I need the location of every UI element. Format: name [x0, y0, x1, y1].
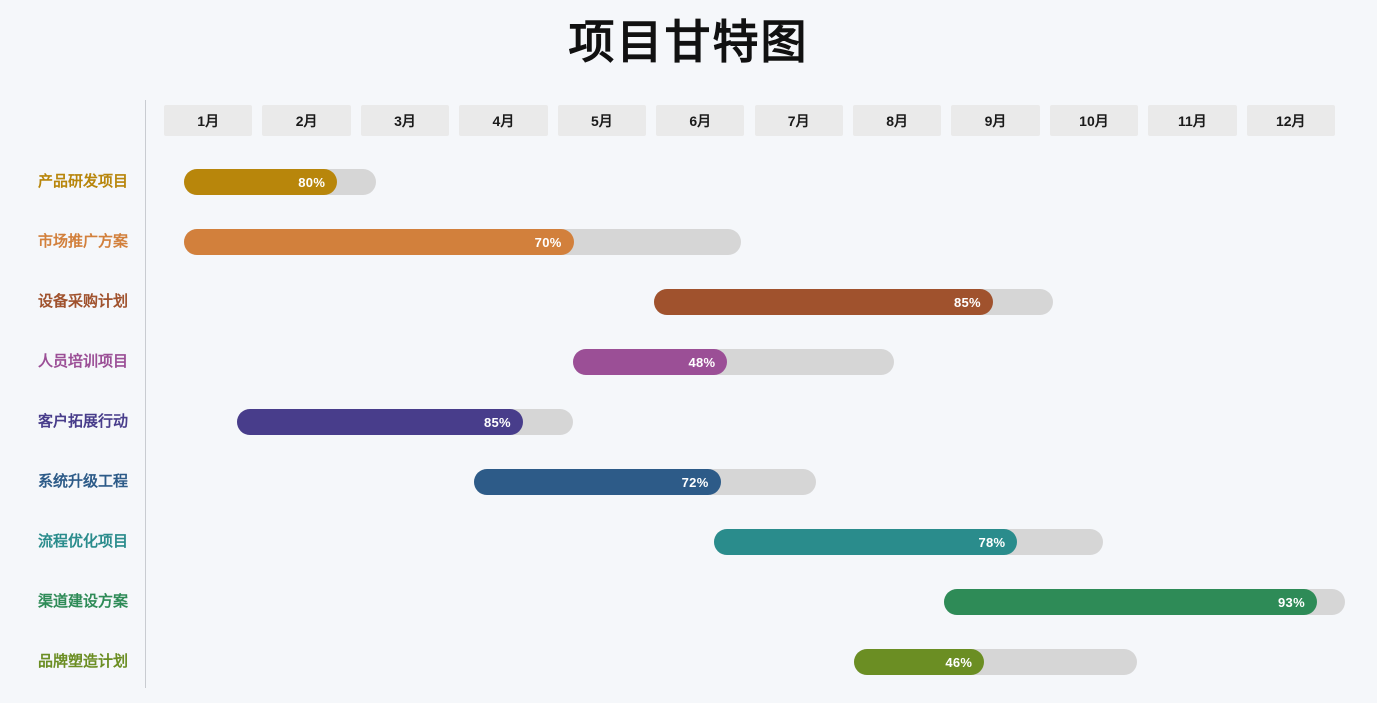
task-bar-track[interactable]: 80%: [183, 169, 376, 195]
task-label: 流程优化项目: [37, 533, 128, 550]
task-bar-track[interactable]: 78%: [714, 529, 1103, 555]
month-header-cell: 11月: [1148, 105, 1237, 136]
task-label: 市场推广方案: [37, 233, 128, 250]
task-label: 产品研发项目: [37, 173, 128, 190]
month-header-cell: 12月: [1246, 105, 1335, 136]
task-bar-fill[interactable]: 70%: [183, 229, 574, 255]
task-bar-fill[interactable]: 85%: [654, 289, 993, 315]
month-header-cell: 6月: [656, 105, 745, 136]
task-label: 人员培训项目: [37, 353, 128, 370]
task-bar-track[interactable]: 85%: [654, 289, 1053, 315]
task-progress-label: 46%: [945, 654, 973, 670]
month-header-cell: 7月: [754, 105, 843, 136]
month-header-label: 11月: [1177, 112, 1207, 129]
task-bar-fill[interactable]: 80%: [183, 169, 338, 195]
task-progress-label: 48%: [688, 354, 716, 370]
task-bar-track[interactable]: 48%: [573, 349, 895, 375]
task-bar-fill[interactable]: 78%: [714, 529, 1018, 555]
task-bar-fill[interactable]: 48%: [573, 349, 728, 375]
month-header-cell: 8月: [852, 105, 942, 136]
month-header-label: 6月: [689, 112, 712, 129]
month-header-label: 8月: [886, 112, 908, 129]
task-progress-label: 78%: [978, 534, 1006, 550]
task-label: 品牌塑造计划: [37, 653, 128, 670]
month-header-cell: 5月: [557, 105, 647, 136]
page-title: 项目甘特图: [568, 16, 809, 68]
task-bar-track[interactable]: 46%: [853, 649, 1138, 675]
task-progress-label: 85%: [953, 294, 981, 310]
month-header-label: 12月: [1275, 112, 1306, 129]
month-header-label: 1月: [197, 112, 220, 129]
month-header-cell: 9月: [951, 105, 1040, 136]
task-progress-label: 72%: [681, 474, 709, 490]
task-bar-fill[interactable]: 72%: [474, 469, 721, 495]
month-header-row: 1月 2月 3月 4月 5月 6月 7月 8月 9月 10月 11月 12月: [164, 105, 1345, 136]
task-label: 系统升级工程: [37, 473, 128, 490]
task-bar-track[interactable]: 70%: [183, 229, 741, 255]
month-header-label: 5月: [590, 112, 613, 129]
task-progress-label: 80%: [298, 174, 326, 190]
month-header-label: 4月: [492, 112, 515, 129]
task-progress-label: 85%: [484, 414, 511, 430]
task-bar-track[interactable]: 85%: [236, 409, 574, 435]
month-header-cell: 4月: [459, 105, 548, 136]
task-progress-label: 70%: [534, 234, 562, 250]
month-header-label: 3月: [394, 112, 416, 129]
month-header-label: 9月: [984, 112, 1007, 129]
task-bar-fill[interactable]: 46%: [853, 649, 985, 675]
month-header-cell: 1月: [164, 105, 253, 136]
axis-divider: [145, 100, 146, 688]
month-header-label: 10月: [1079, 112, 1109, 129]
month-header-cell: 10月: [1049, 105, 1139, 136]
month-header-cell: 2月: [262, 105, 351, 136]
task-bar-fill[interactable]: 85%: [236, 409, 523, 435]
task-bar-fill[interactable]: 93%: [944, 589, 1317, 615]
month-header-label: 2月: [295, 112, 318, 129]
month-header-label: 7月: [787, 112, 810, 129]
task-progress-label: 93%: [1278, 594, 1305, 610]
task-label: 客户拓展行动: [37, 413, 128, 430]
task-bar-track[interactable]: 72%: [474, 469, 817, 495]
task-bar-track[interactable]: 93%: [944, 589, 1345, 615]
task-label: 渠道建设方案: [37, 593, 128, 610]
month-header-cell: 3月: [360, 105, 450, 136]
task-label: 设备采购计划: [37, 293, 128, 310]
